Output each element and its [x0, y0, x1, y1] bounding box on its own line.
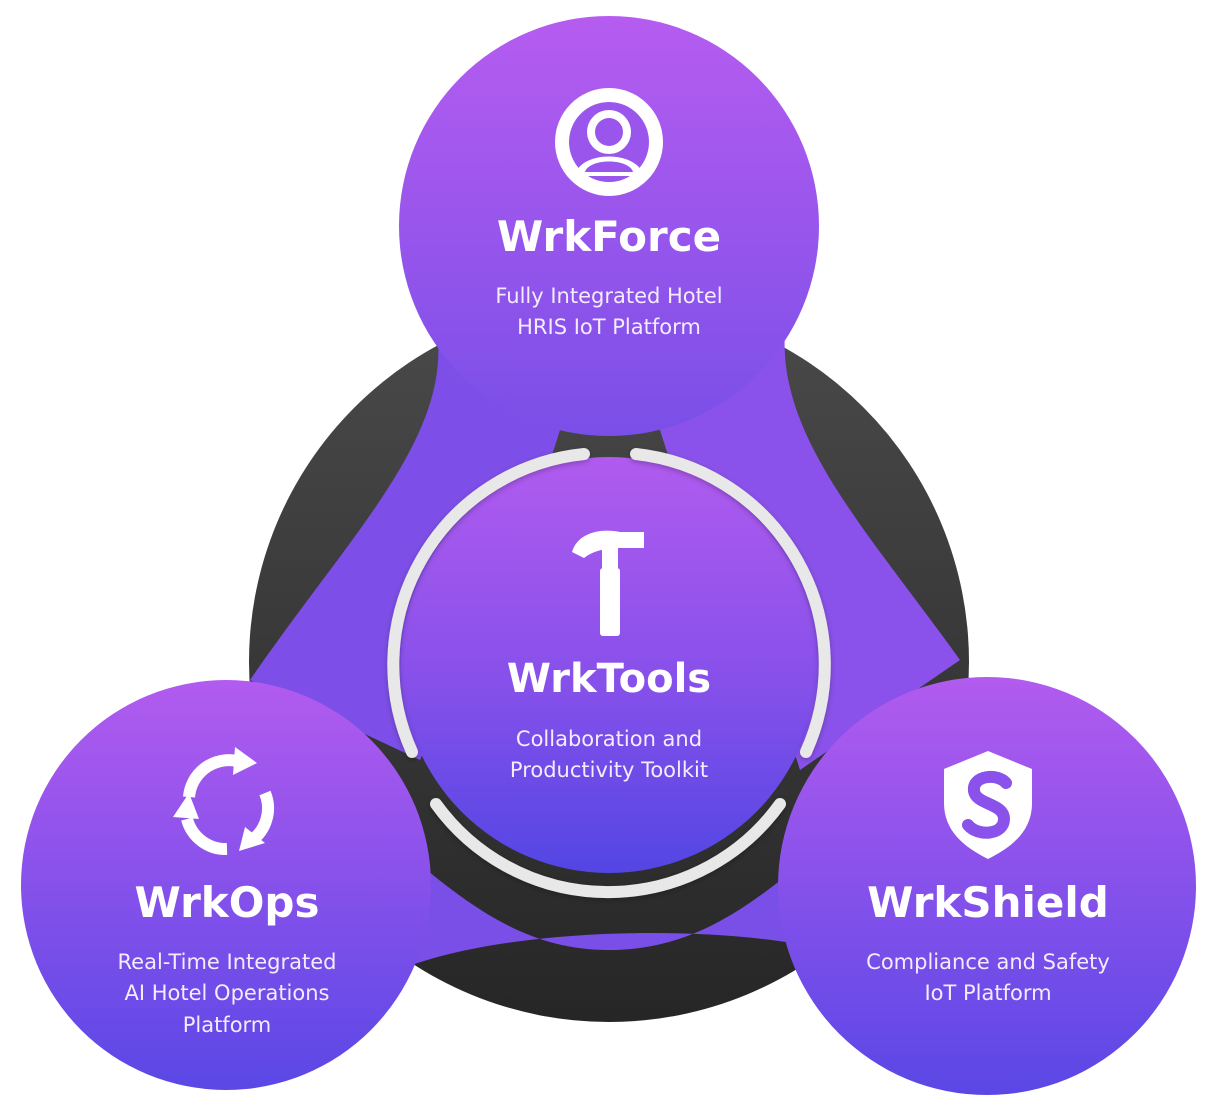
wrkops-subtitle-line-3: Platform: [183, 1013, 272, 1037]
shield-s-icon: [944, 751, 1032, 859]
connector-blob-top-right: [660, 300, 960, 770]
wrktools-center-circle: [401, 457, 817, 873]
wrkshield-subtitle-line-1: Compliance and Safety: [866, 950, 1110, 974]
wrktools-subtitle-line-1: Collaboration and: [516, 727, 702, 751]
wrkforce-subtitle-line-1: Fully Integrated Hotel: [495, 284, 722, 308]
wrkshield-circle: [778, 677, 1196, 1095]
ring-arc-top-left: [387, 448, 590, 758]
connector-blob-top-left: [250, 300, 560, 760]
wrkops-circle: [21, 680, 431, 1090]
wrkops-title: WrkOps: [134, 878, 319, 927]
wrkshield-subtitle-line-2: IoT Platform: [924, 981, 1051, 1005]
wrkforce-title: WrkForce: [497, 212, 721, 261]
ring-arc-bottom: [430, 798, 786, 899]
center-ring: [387, 448, 831, 899]
wrktools-subtitle-line-2: Productivity Toolkit: [510, 758, 708, 782]
wrkforce-subtitle-line-2: HRIS IoT Platform: [517, 315, 701, 339]
wrktools-title: WrkTools: [507, 656, 711, 702]
user-circle-icon: [555, 88, 663, 196]
wrkforce-circle: [399, 16, 819, 436]
ring-arc-top-right: [630, 448, 831, 758]
connector-blob-bottom: [360, 830, 860, 990]
wrkops-subtitle-line-2: AI Hotel Operations: [125, 981, 330, 1005]
wrkops-subtitle-line-1: Real-Time Integrated: [118, 950, 337, 974]
wrkshield-title: WrkShield: [867, 878, 1109, 927]
hammer-icon: [572, 530, 644, 636]
recycle-arrows-icon: [173, 747, 275, 855]
